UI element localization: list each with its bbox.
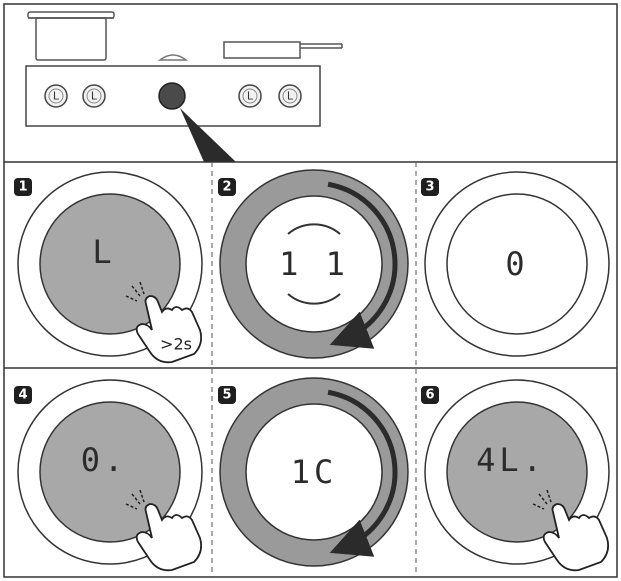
step-number-badge: [421, 178, 439, 196]
knob-inner-ring: [242, 88, 258, 104]
cooking-zone[interactable]: [245, 195, 383, 333]
step-number: 4: [18, 388, 27, 403]
cooking-zone[interactable]: [446, 193, 588, 335]
step-3: 30: [421, 171, 610, 357]
knob-inner-ring: [48, 88, 64, 104]
outer-frame: [3, 3, 618, 578]
step-number: 5: [222, 388, 231, 403]
flash-arc-top: [287, 223, 341, 235]
flash-arc-bottom: [287, 293, 341, 305]
knob-label: L: [91, 90, 98, 103]
step-number-badge: [218, 178, 236, 196]
knob-circle: [278, 84, 302, 108]
knob-label: L: [287, 90, 294, 103]
burner-knob-icon: [157, 54, 189, 61]
step-number: 6: [425, 388, 434, 403]
step-number-badge: [218, 386, 236, 404]
step-2: 2 1 1: [218, 169, 409, 359]
pot-icon: [27, 11, 115, 61]
knob-circle: [44, 84, 68, 108]
active-control-button[interactable]: [158, 82, 186, 110]
knob-label: L: [53, 90, 60, 103]
control-button-2[interactable]: L: [82, 84, 106, 108]
step-number-badge: [14, 178, 32, 196]
step-6: 6 4L.: [421, 379, 610, 572]
clockwise-arrow-icon: [327, 389, 398, 557]
control-button-5[interactable]: L: [278, 84, 302, 108]
knob-label: L: [247, 90, 254, 103]
control-button-1[interactable]: L: [44, 84, 68, 108]
step-4: 4 0.: [14, 379, 203, 572]
zone-display: 1C: [291, 453, 338, 491]
zone-display: 1 1: [279, 245, 349, 283]
zone-display: 0: [505, 245, 528, 283]
step-number-badge: [421, 386, 439, 404]
step-1: 1L >2s: [14, 171, 203, 364]
clockwise-arrow-icon: [327, 181, 398, 349]
knob-circle: [238, 84, 262, 108]
step-number: 1: [18, 180, 27, 195]
finger-touch-icon: [125, 489, 203, 572]
step-number-badge: [14, 386, 32, 404]
control-button-4[interactable]: L: [238, 84, 262, 108]
pointer-wedge: [180, 108, 236, 162]
finger-touch-icon: [532, 489, 610, 572]
zone-display: 4L.: [476, 441, 546, 479]
cooking-zone[interactable]: [245, 403, 383, 541]
step-5: 5 1C: [218, 377, 409, 567]
hold-duration-label: >2s: [160, 335, 192, 354]
step-number: 2: [222, 180, 231, 195]
control-button-3[interactable]: [158, 82, 186, 110]
knob-inner-ring: [86, 88, 102, 104]
zone-display: L: [92, 233, 115, 271]
knob-circle: [82, 84, 106, 108]
step-number: 3: [425, 180, 434, 195]
zone-display: 0.: [81, 441, 128, 479]
pan-icon: [223, 41, 343, 59]
finger-touch-icon: [125, 281, 203, 364]
knob-inner-ring: [282, 88, 298, 104]
